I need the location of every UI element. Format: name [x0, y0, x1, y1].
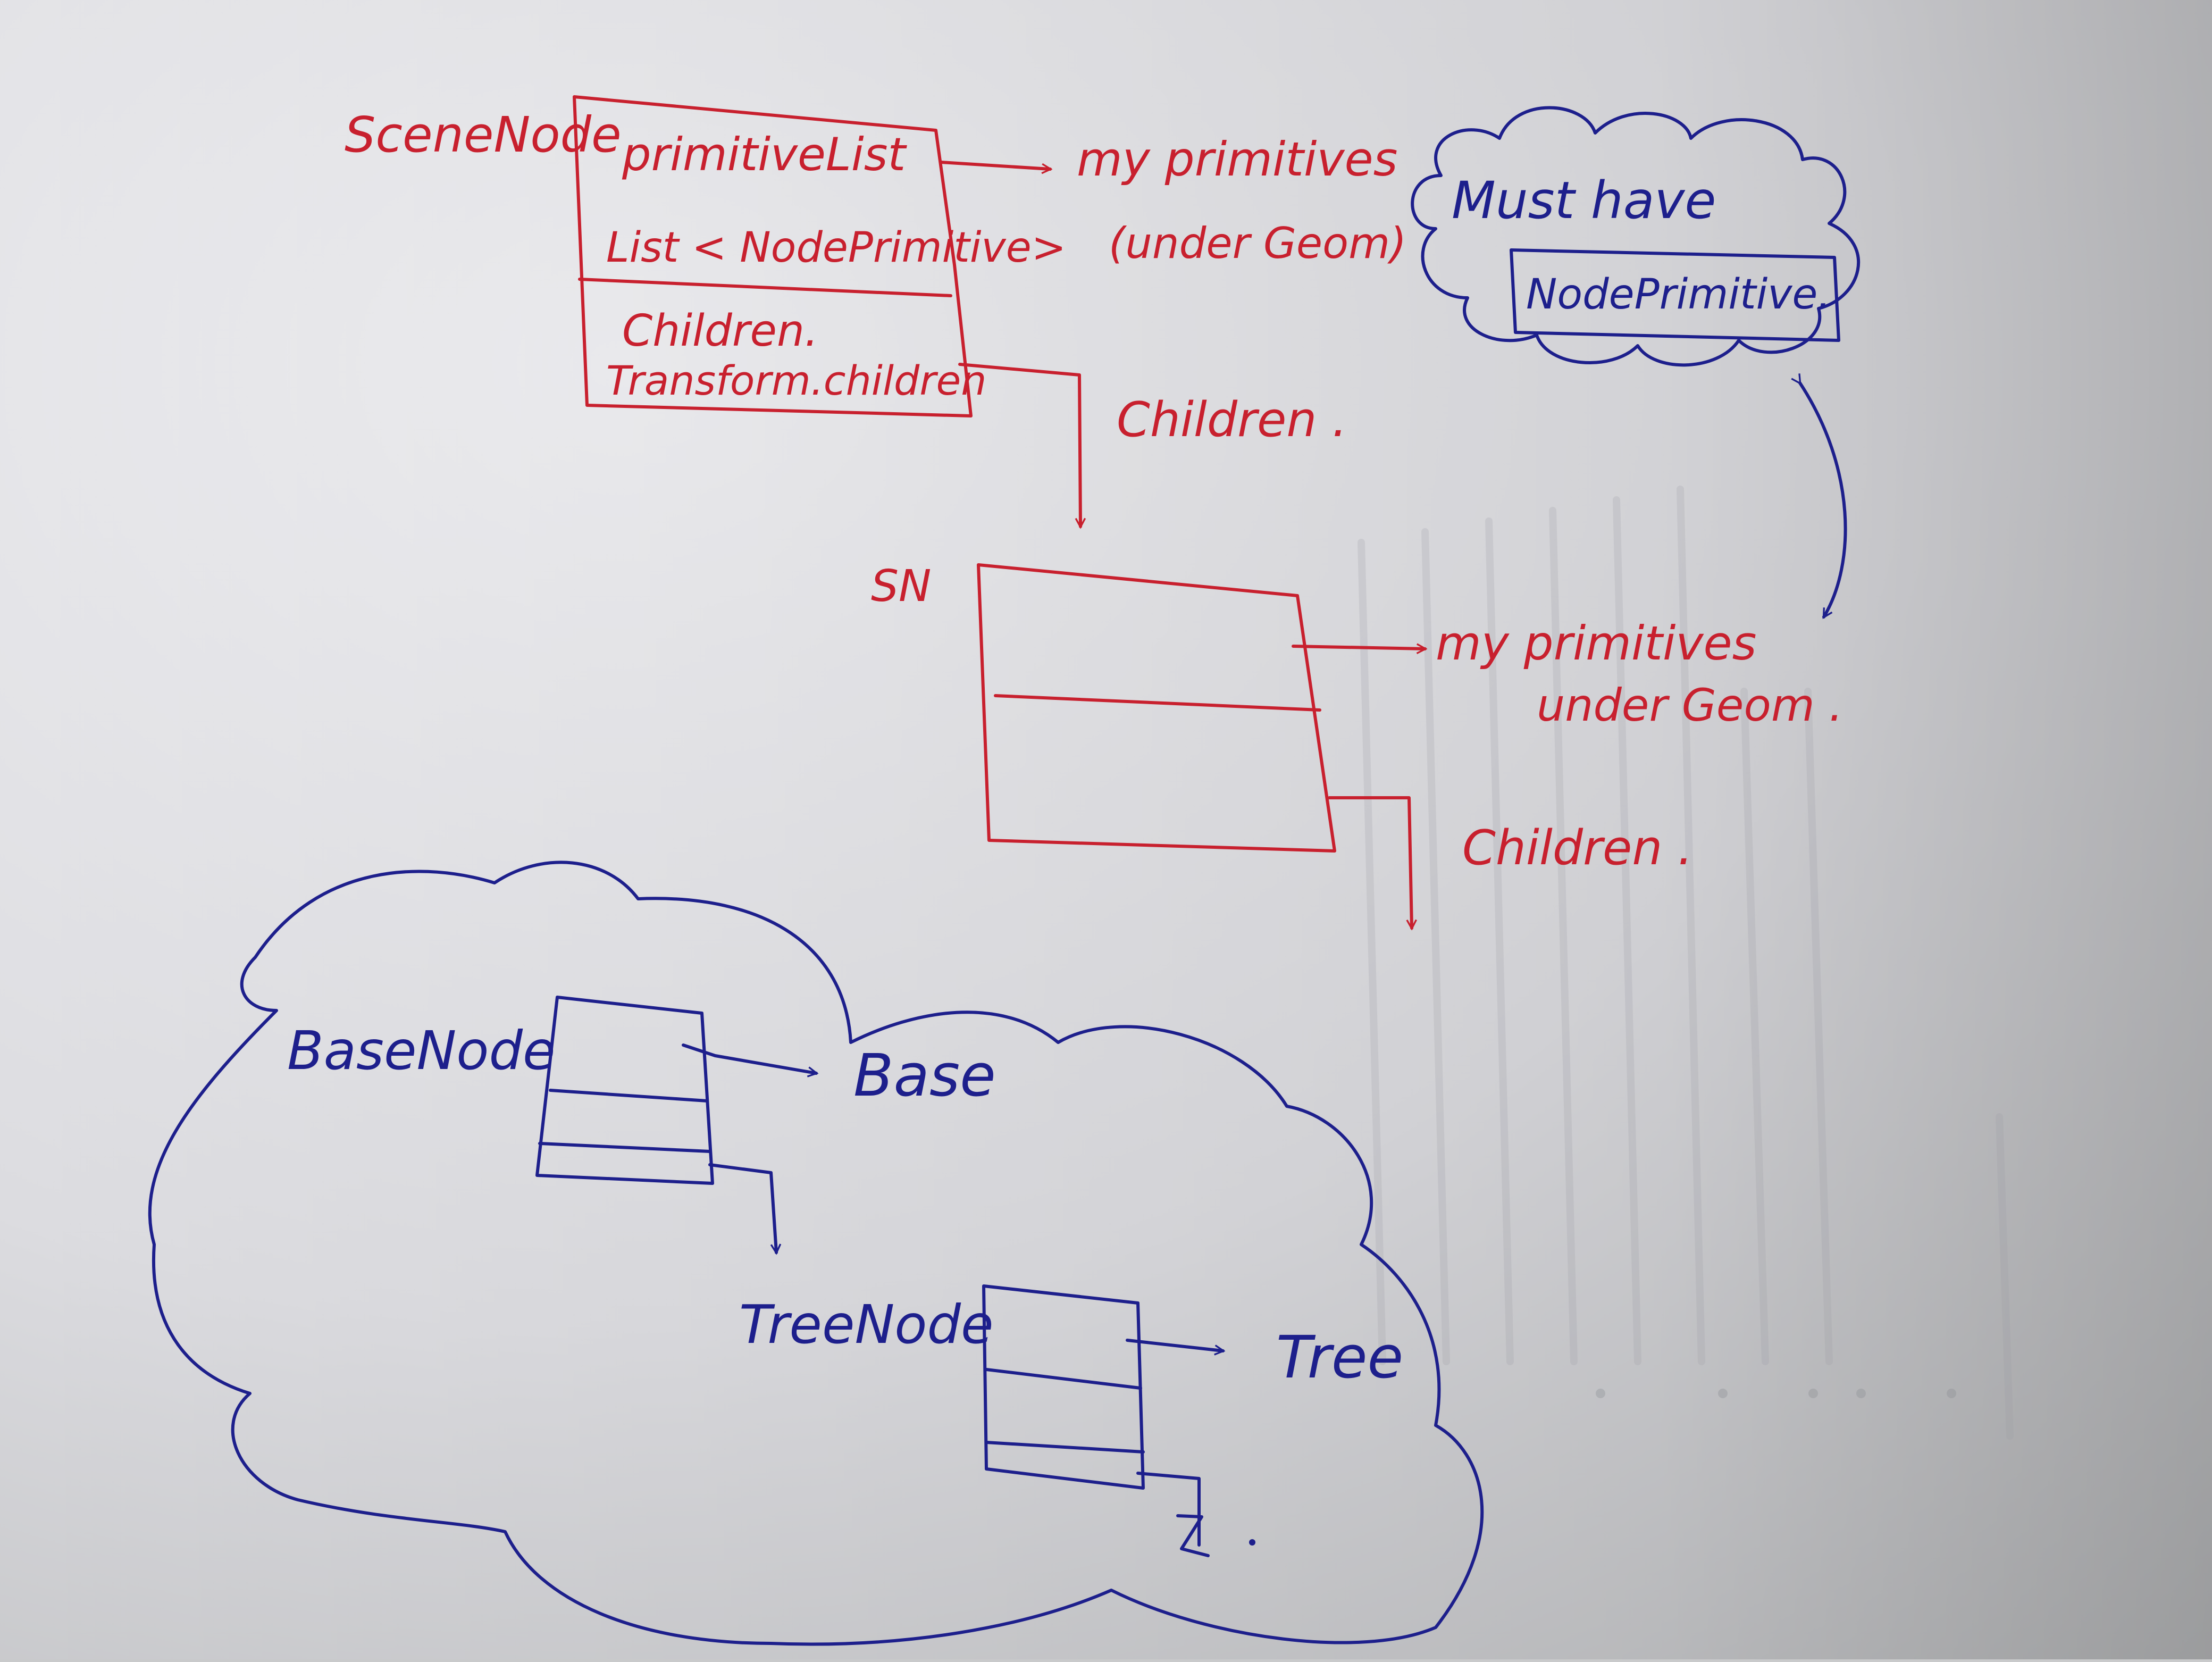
scene-node-primitives-label-2: (under Geom)	[1109, 219, 1406, 268]
scene-node-divider	[578, 278, 952, 297]
scene-node-field-list-type: List < NodePrimitive>	[606, 224, 1066, 272]
sn-node-primitives-label-1: my primitives	[1436, 616, 1756, 671]
scene-node-diagram	[573, 95, 1080, 527]
tree-node-divider-1	[985, 1368, 1142, 1390]
base-node-divider-1	[549, 1089, 709, 1103]
scene-node-field-primitive-list: primitiveList	[622, 128, 908, 181]
base-node-box	[535, 996, 714, 1185]
base-tree-texts: BaseNode Base TreeNode Tree	[287, 1020, 1403, 1546]
tree-node-box	[982, 1284, 1145, 1490]
scene-node-primitives-label-1: my primitives	[1077, 132, 1397, 187]
bleed-through-text	[1358, 486, 2014, 1440]
sn-node-arrow-children	[1328, 796, 1412, 928]
tree-node-divider-2	[985, 1441, 1145, 1454]
scene-node-children-label: Children .	[1117, 392, 1347, 448]
tree-node-label: TreeNode	[739, 1293, 993, 1356]
scene-node-arrow-children	[958, 363, 1080, 527]
scene-node-field-children: Children.	[622, 306, 818, 356]
base-tree-cloud	[148, 861, 1484, 1646]
sn-node-label: SN	[871, 561, 931, 612]
bleed-through-bullets	[1596, 1389, 1956, 1398]
base-node-arrow-base	[682, 1043, 816, 1073]
tree-arrow-label: Tree	[1276, 1323, 1403, 1391]
sn-node-divider	[994, 694, 1321, 712]
must-have-inner-box	[1510, 248, 1840, 342]
sn-node-arrow-primitives	[1292, 646, 1425, 649]
must-have-cloud-outline	[1411, 106, 1861, 367]
base-arrow-label: Base	[853, 1041, 996, 1109]
sn-node-children-label: Children .	[1462, 820, 1693, 876]
base-node-divider-2	[538, 1142, 711, 1153]
tree-trailing-dot	[1249, 1539, 1255, 1546]
scene-node-label: SceneNode	[345, 106, 622, 163]
must-have-cloud	[1411, 106, 1861, 617]
sn-node-primitives-label-2: under Geom .	[1537, 679, 1843, 731]
must-have-box-text: NodePrimitive.	[1526, 271, 1831, 319]
must-have-link-arrow	[1800, 383, 1847, 617]
scene-node-field-transform-children: Transform.children	[606, 357, 986, 404]
must-have-texts: Must have NodePrimitive.	[1452, 171, 1831, 319]
tree-node-scribble	[1176, 1514, 1210, 1557]
tree-node-arrow-tree	[1126, 1339, 1223, 1351]
must-have-title: Must have	[1452, 171, 1716, 230]
scene-node-arrow-primitives	[940, 161, 1050, 169]
base-node-arrow-tree	[708, 1163, 776, 1252]
base-tree-cloud-outline	[148, 861, 1484, 1646]
sn-node-box	[977, 563, 1336, 853]
sn-node-texts: SN my primitives under Geom . Children .	[871, 561, 1843, 876]
base-node-label: BaseNode	[287, 1020, 556, 1082]
sn-node-diagram	[977, 563, 1425, 928]
scene-node-box	[573, 95, 973, 417]
scene-node-texts: SceneNode primitiveList List < NodePrimi…	[345, 106, 1406, 448]
